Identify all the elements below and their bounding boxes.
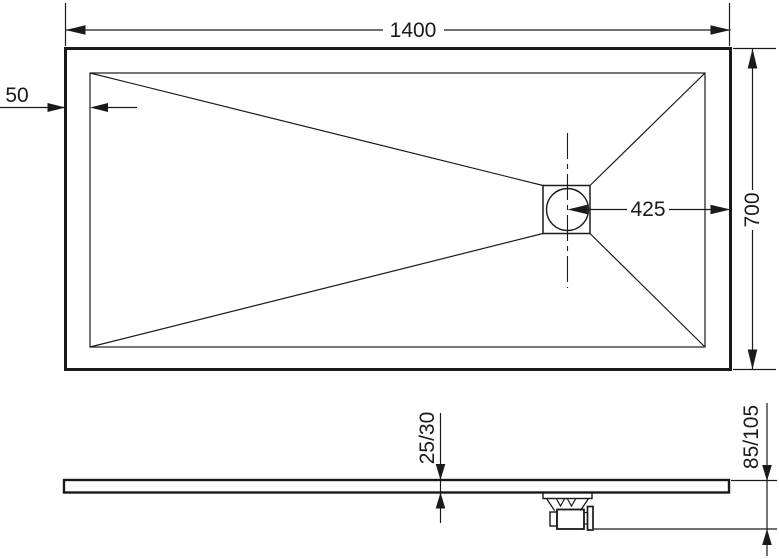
tray-outer-edge (64, 47, 732, 371)
waste-trap-inlet (549, 511, 558, 527)
arrowhead-left-icon (90, 103, 108, 112)
plan-view (64, 47, 732, 371)
slope-line-bottom-left (89, 232, 544, 348)
side-view (62, 478, 731, 531)
arrowhead-down-icon (747, 349, 758, 370)
arrowhead-left-icon (567, 204, 588, 215)
dim-label-length: 1400 (390, 19, 437, 42)
slope-line-bottom-right (589, 233, 706, 348)
waste-outlet-flange (586, 505, 594, 531)
arrowhead-up-icon (762, 529, 772, 545)
dim-label-thickness: 25/30 (416, 412, 439, 465)
arrowhead-down-icon (762, 465, 772, 481)
tray-profile (62, 478, 731, 494)
dimension-drain-425: 425 (567, 198, 731, 221)
waste-grate-slots (555, 498, 577, 508)
arrowhead-right-icon (710, 25, 731, 35)
dim-label-rim: 50 (5, 84, 28, 107)
waste-flange (542, 491, 593, 500)
dimension-height-85-105: 85/105 (594, 403, 777, 556)
arrowhead-up-icon (747, 48, 758, 69)
dim-label-drain-offset: 425 (630, 198, 665, 221)
waste-trap-body (556, 508, 585, 530)
dimension-length-1400: 1400 (64, 3, 731, 46)
slope-line-top-right (589, 72, 706, 186)
arrowhead-right-icon (710, 204, 731, 215)
arrowhead-left-icon (65, 25, 86, 35)
slope-line-top-left (89, 72, 544, 187)
arrowhead-down-icon (435, 464, 446, 480)
dimension-width-700: 700 (733, 47, 776, 371)
dim-label-width: 700 (741, 192, 764, 227)
dimension-thickness-25-30: 25/30 (416, 412, 446, 523)
arrowhead-up-icon (435, 492, 446, 509)
arrowhead-right-icon (47, 103, 66, 112)
dim-label-overall-height: 85/105 (740, 405, 763, 469)
waste-funnel (545, 498, 590, 511)
dimension-rim-50: 50 (0, 84, 137, 112)
